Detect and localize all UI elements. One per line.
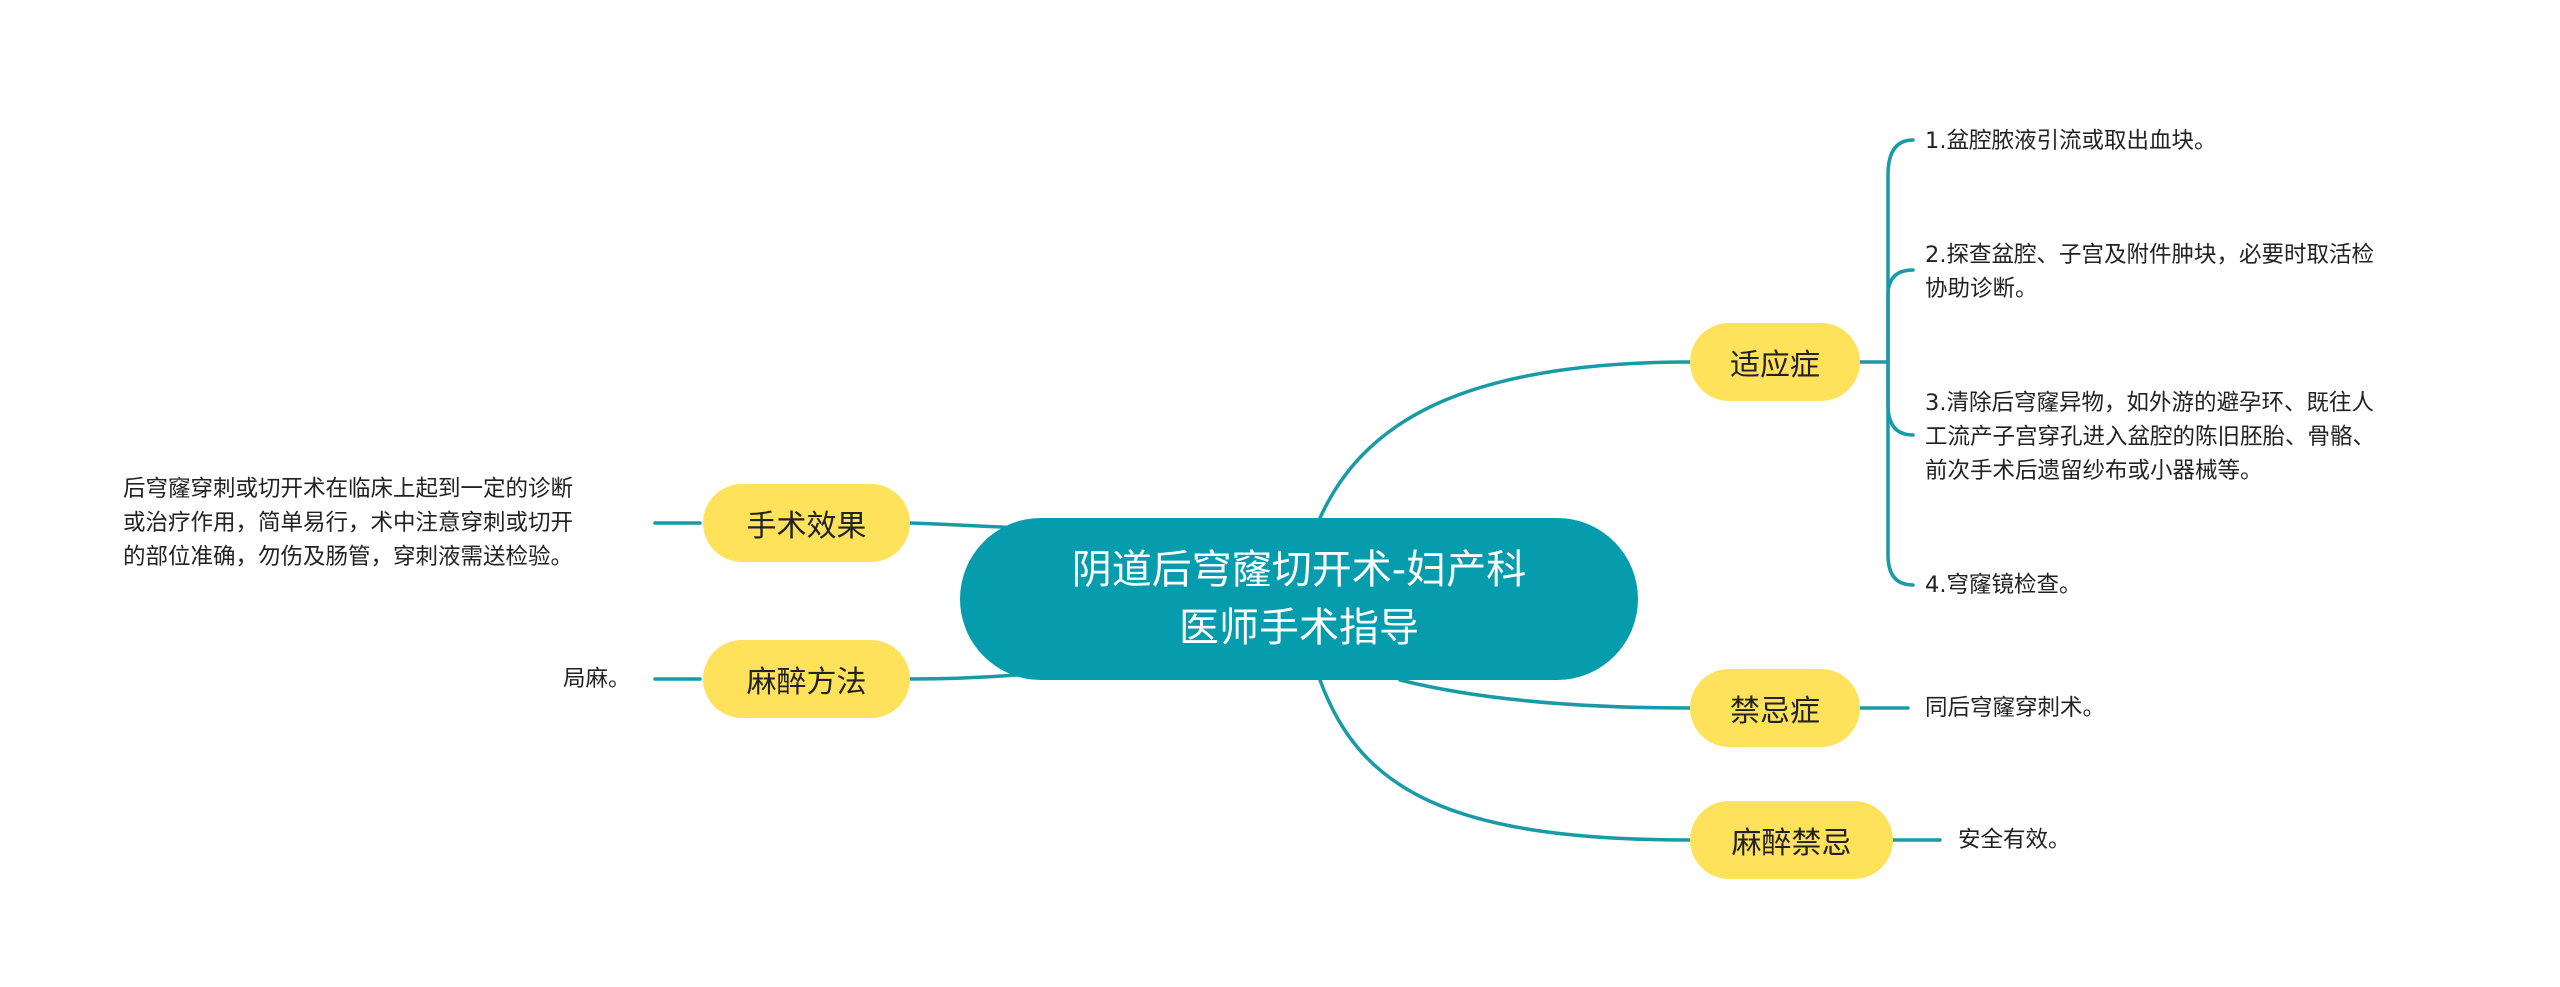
leaf-text-line: 的部位准确，勿伤及肠管，穿刺液需送检验。: [123, 544, 574, 570]
leaf-text-line: 4.穹窿镜检查。: [1925, 572, 2082, 598]
branch-surgical-effect[interactable]: 手术效果: [703, 484, 910, 562]
leaf-contraindication-1[interactable]: 同后穹窿穿刺术。: [1925, 691, 2105, 725]
branch-contraindications[interactable]: 禁忌症: [1690, 669, 1860, 747]
branch-anesthesia-method[interactable]: 麻醉方法: [703, 640, 910, 718]
leaf-text-line: 2.探查盆腔、子宫及附件肿块，必要时取活检: [1925, 242, 2374, 268]
connector-root-contraindications: [1398, 678, 1692, 710]
branch-anesthesia-contraindications[interactable]: 麻醉禁忌: [1690, 801, 1893, 879]
leaf-text-line: 局麻。: [563, 666, 631, 692]
branch-anesthesia-method-label: 麻醉方法: [746, 665, 867, 700]
leaf-text-line: 1.盆腔脓液引流或取出血块。: [1925, 128, 2217, 154]
connector-indications-leaf-2: [1886, 268, 1915, 364]
leaf-text-line: 同后穹窿穿刺术。: [1925, 695, 2106, 721]
leaf-anesthesia-contraindication-1[interactable]: 安全有效。: [1958, 823, 2071, 857]
connector-indications-leaf-1: [1886, 138, 1915, 364]
leaf-text-line: 安全有效。: [1958, 827, 2071, 853]
leaf-text-line: 工流产子宫穿孔进入盆腔的陈旧胚胎、骨骼、: [1925, 424, 2376, 450]
connector-root-anesthesia-contraindications: [1318, 678, 1692, 842]
branch-anesthesia-contraindications-label: 麻醉禁忌: [1731, 826, 1852, 861]
connector-indications-leaf-4: [1886, 360, 1915, 587]
branch-indications[interactable]: 适应症: [1690, 323, 1860, 401]
leaf-text-line: 或治疗作用，简单易行，术中注意穿刺或切开: [123, 510, 574, 536]
leaf-anesthesia-method-1[interactable]: 局麻。: [563, 662, 631, 696]
leaf-indication-2[interactable]: 2.探查盆腔、子宫及附件肿块，必要时取活检 协助诊断。: [1925, 238, 2374, 306]
leaf-text-line: 协助诊断。: [1925, 276, 2038, 302]
connector-root-indications: [1318, 360, 1692, 520]
leaf-text-line: 后穹窿穿刺或切开术在临床上起到一定的诊断: [123, 476, 574, 502]
leaf-indication-4[interactable]: 4.穹窿镜检查。: [1925, 568, 2081, 602]
connector-indications-leaf-3: [1886, 360, 1915, 437]
leaf-indication-1[interactable]: 1.盆腔脓液引流或取出血块。: [1925, 124, 2216, 158]
leaf-surgical-effect-1[interactable]: 后穹窿穿刺或切开术在临床上起到一定的诊断 或治疗作用，简单易行，术中注意穿刺或切…: [123, 472, 573, 574]
leaf-indication-3[interactable]: 3.清除后穹窿异物，如外游的避孕环、既往人 工流产子宫穿孔进入盆腔的陈旧胚胎、骨…: [1925, 386, 2375, 488]
central-topic[interactable]: 阴道后穹窿切开术-妇产科 医师手术指导: [960, 518, 1638, 680]
leaf-text-line: 前次手术后遗留纱布或小器械等。: [1925, 458, 2263, 484]
central-topic-line-2: 医师手术指导: [1179, 605, 1419, 651]
central-topic-line-1: 阴道后穹窿切开术-妇产科: [1071, 547, 1527, 593]
branch-contraindications-label: 禁忌症: [1730, 694, 1820, 729]
branch-indications-label: 适应症: [1730, 348, 1820, 383]
leaf-text-line: 3.清除后穹窿异物，如外游的避孕环、既往人: [1925, 390, 2374, 416]
branch-surgical-effect-label: 手术效果: [746, 509, 867, 544]
